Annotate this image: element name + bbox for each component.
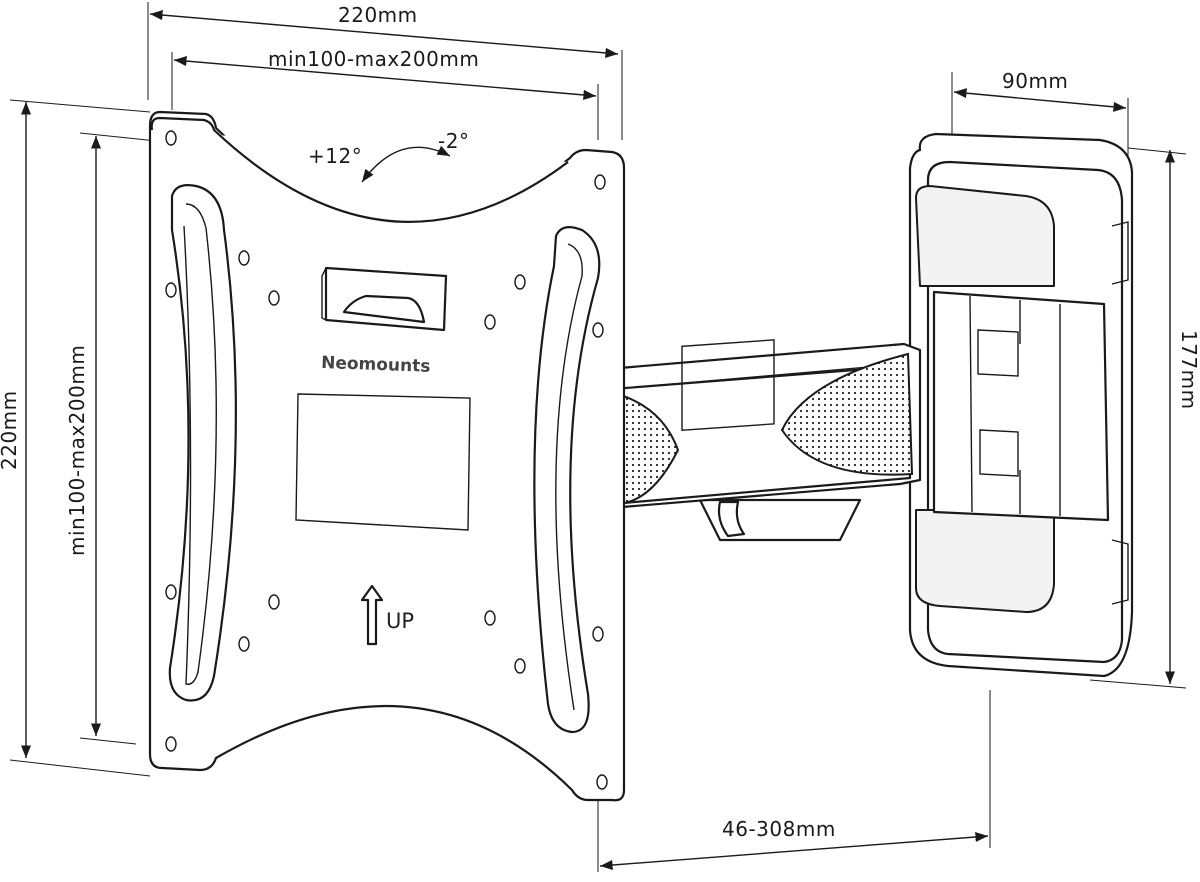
- arm: [558, 339, 922, 542]
- wall-plate: [908, 132, 1134, 678]
- label-vesa-horizontal: min100-max200mm: [268, 47, 479, 71]
- brand-logo-text: Neomounts: [321, 353, 431, 377]
- label-plate-height: 220mm: [0, 390, 21, 470]
- up-label: UP: [386, 609, 414, 633]
- tilt-up-label: +12°: [308, 144, 362, 168]
- mounting-holes: [165, 130, 608, 790]
- label-plate-width: 220mm: [338, 3, 418, 27]
- label-wall-plate-depth: 90mm: [1002, 69, 1068, 93]
- label-arm-extension: 46-308mm: [722, 817, 836, 841]
- tv-plate: [148, 110, 626, 802]
- label-wall-plate-height: 177mm: [1177, 330, 1200, 410]
- label-vesa-vertical: min100-max200mm: [65, 345, 89, 556]
- tilt-down-label: -2°: [438, 129, 469, 153]
